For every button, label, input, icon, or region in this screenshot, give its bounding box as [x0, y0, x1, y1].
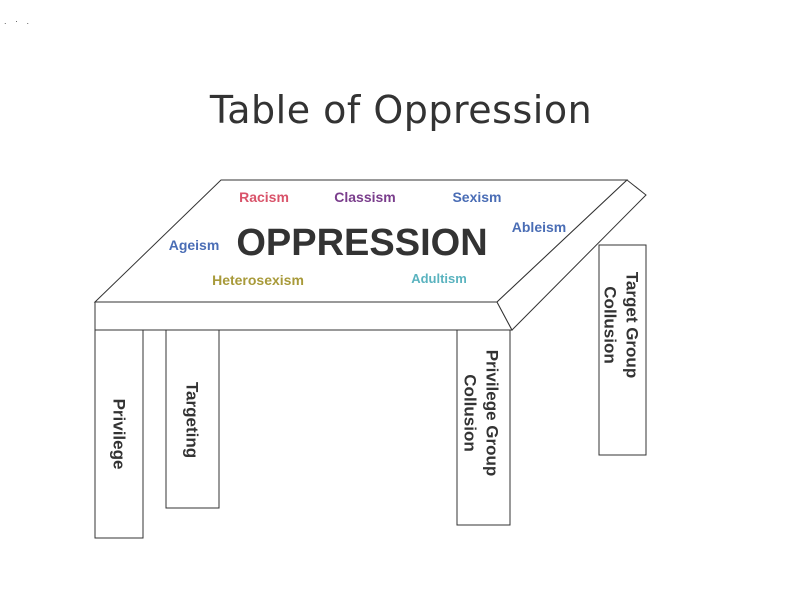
page-title: Table of Oppression — [209, 88, 593, 132]
tabletop-front-edge — [94, 301, 513, 331]
label-ableism: Ableism — [512, 219, 566, 235]
label-ageism: Ageism — [169, 237, 220, 253]
leg-label-privilege-group-collusion-line1: Privilege Group — [483, 350, 502, 477]
label-adultism: Adultism — [411, 271, 467, 286]
label-oppression: OPPRESSION — [236, 222, 487, 264]
leg-targeting — [165, 329, 220, 509]
label-heterosexism: Heterosexism — [212, 272, 304, 288]
leg-label-targeting: Targeting — [183, 382, 202, 458]
leg-label-privilege: Privilege — [110, 399, 129, 470]
leg-label-privilege-group-collusion-line2: Collusion — [461, 374, 480, 451]
label-racism: Racism — [239, 189, 289, 205]
leg-label-target-group-collusion-line1: Target Group — [623, 272, 642, 378]
leg-privilege — [94, 329, 144, 539]
leg-privilege-group-collusion — [456, 329, 511, 526]
scan-specks: . · . — [4, 16, 32, 26]
tabletop-side-edge — [496, 179, 647, 331]
leg-target-group-collusion — [598, 244, 647, 456]
label-sexism: Sexism — [452, 189, 501, 205]
leg-label-target-group-collusion-line2: Collusion — [601, 286, 620, 363]
label-classism: Classism — [334, 189, 395, 205]
